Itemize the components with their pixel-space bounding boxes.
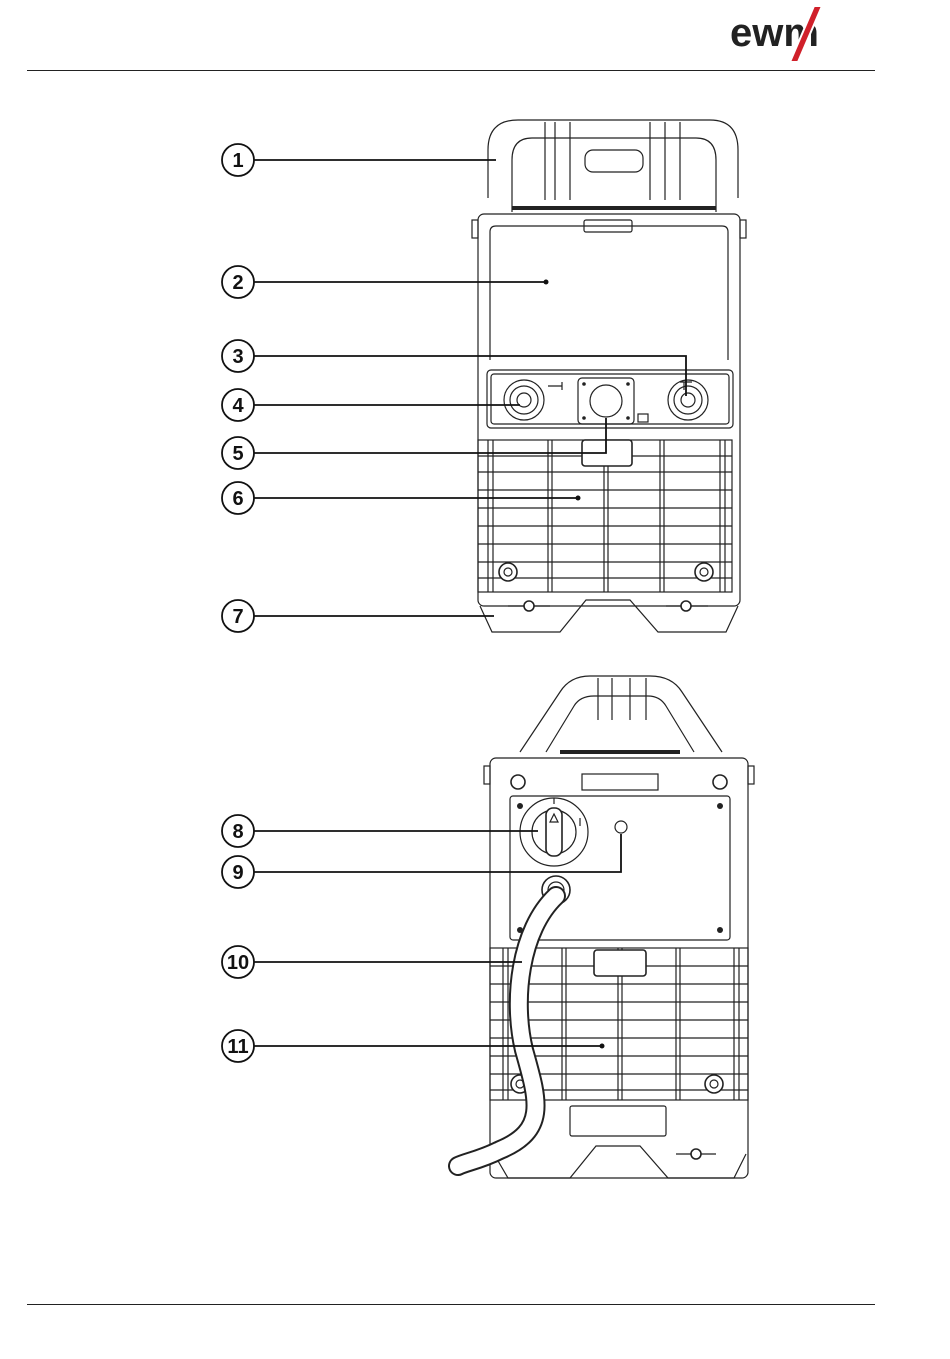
callout-number: 3 [232, 346, 243, 368]
callout-4: 4 [222, 389, 520, 421]
callout-3: 3 [222, 340, 686, 396]
front-view [472, 120, 746, 632]
callout-number: 4 [232, 395, 244, 417]
callout-number: 8 [232, 821, 243, 843]
front-handle [488, 120, 738, 198]
callout-7: 7 [222, 600, 494, 632]
callout-number: 10 [227, 952, 249, 974]
callout-number: 11 [227, 1036, 248, 1058]
callout-number: 7 [232, 606, 243, 628]
callout-10: 10 [222, 946, 522, 978]
callout-11: 11 [222, 1030, 605, 1062]
callout-2: 2 [222, 266, 549, 298]
callout-1: 1 [222, 144, 496, 176]
callout-number: 2 [232, 272, 243, 294]
front-housing [478, 214, 740, 606]
callout-number: 5 [232, 443, 243, 465]
front-foot [480, 600, 738, 632]
callout-number: 1 [232, 150, 243, 172]
callout-number: 6 [232, 488, 243, 510]
callout-number: 9 [232, 862, 243, 884]
callout-6: 6 [222, 482, 581, 514]
rear-handle [520, 676, 722, 752]
mains-cable [458, 896, 556, 1166]
rear-view [458, 676, 754, 1178]
rear-foot [494, 1146, 746, 1178]
